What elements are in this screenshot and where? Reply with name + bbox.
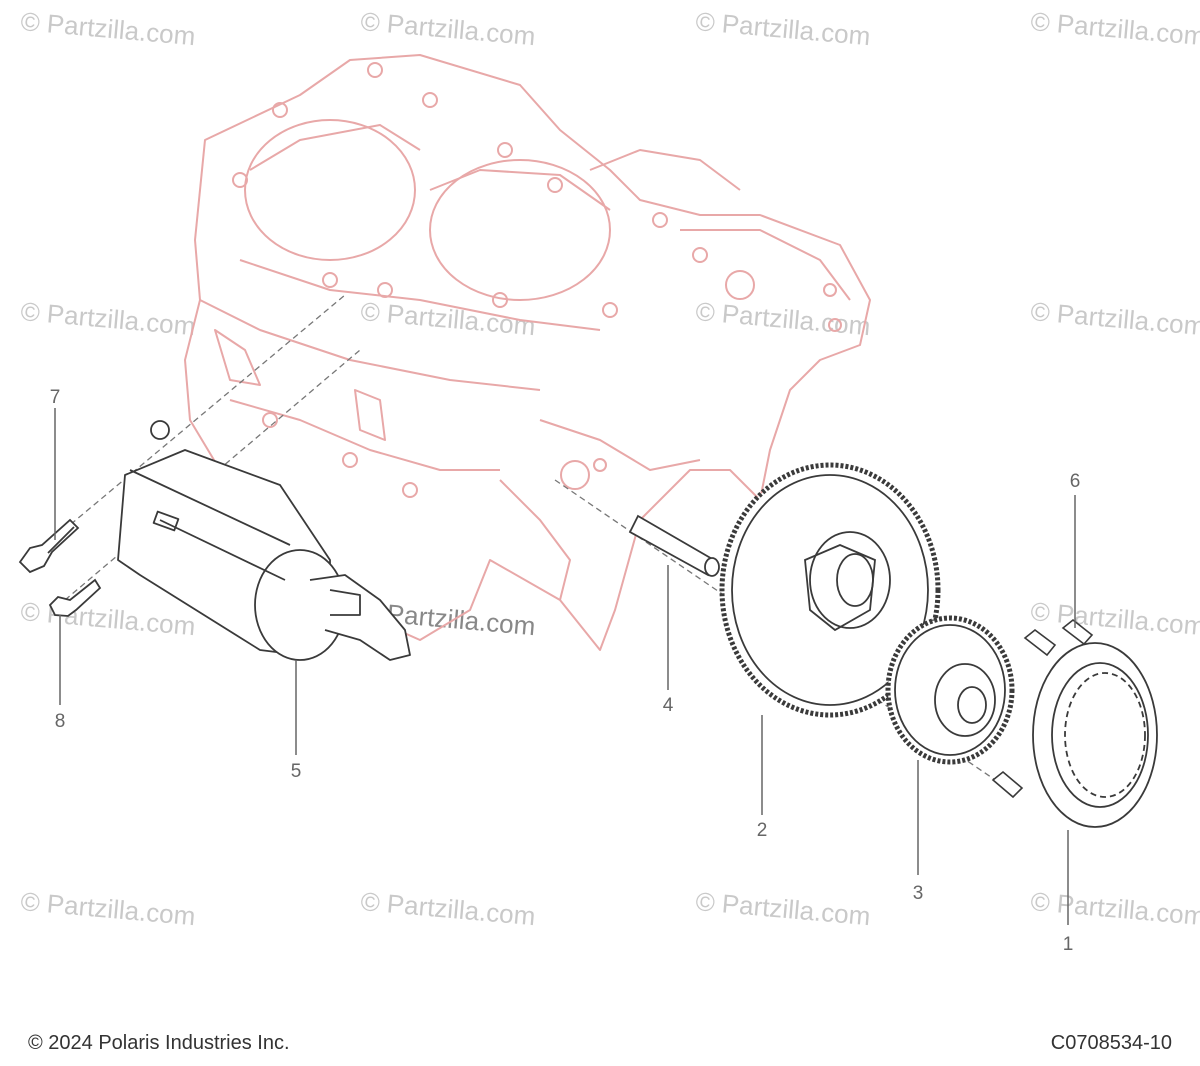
callout-2: 2 (757, 820, 768, 841)
watermark: © Partzilla.com (19, 296, 196, 341)
copyright-notice: © 2024 Polaris Industries Inc. (28, 1032, 290, 1054)
watermark: © Partzilla.com (1029, 296, 1200, 341)
part-2-gear (719, 462, 941, 718)
callout-6: 6 (1070, 471, 1081, 492)
callout-8: 8 (55, 711, 66, 732)
part-7-bolt (18, 518, 80, 574)
callout-1: 1 (1063, 934, 1074, 955)
callout-3: 3 (913, 883, 924, 904)
watermark: © Partzilla.com (1029, 596, 1200, 641)
watermark: © Partzilla.com (694, 886, 871, 931)
watermark: © Partzilla.com (694, 6, 871, 51)
leader-lines (54, 408, 1076, 925)
watermark: © Partzilla.com (19, 596, 196, 641)
callout-4: 4 (663, 695, 674, 716)
watermark: © Partzilla.com (694, 296, 871, 341)
watermark: © Partzilla.com (359, 886, 536, 931)
watermark: © Partzilla.com (1029, 6, 1200, 51)
part-5-starter-motor (117, 420, 411, 661)
callout-5: 5 (291, 761, 302, 782)
drawing-id: C0708534-10 (1050, 1032, 1172, 1054)
part-6-bolts (991, 618, 1094, 799)
part-3-clutch-gear (885, 615, 1015, 765)
part-1-one-way-clutch (1032, 642, 1158, 828)
watermark: © Partzilla.com (1029, 886, 1200, 931)
callout-7: 7 (50, 387, 61, 408)
watermark: © Partzilla.com (359, 6, 536, 51)
callout-labels: 1 2 3 4 5 6 7 8 (50, 387, 1081, 955)
watermark: © Partzilla.com (19, 886, 196, 931)
part-4-pin (628, 514, 720, 577)
watermark: © Partzilla.com (19, 6, 196, 51)
